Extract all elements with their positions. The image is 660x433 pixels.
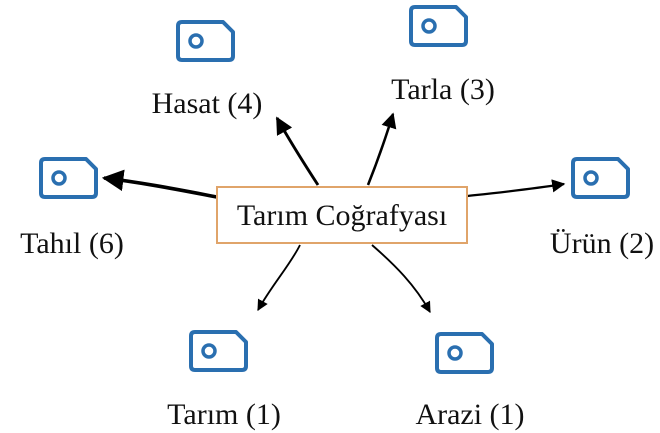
node-label-hasat[interactable]: Hasat (4) bbox=[152, 87, 263, 120]
center-node[interactable]: Tarım Coğrafyası bbox=[216, 186, 468, 244]
tag-icon[interactable] bbox=[39, 157, 98, 199]
node-label-tarla[interactable]: Tarla (3) bbox=[391, 73, 495, 106]
edge-tarla bbox=[366, 112, 397, 186]
edge-hasat bbox=[275, 116, 320, 186]
edge-arazi bbox=[371, 244, 431, 313]
node-label-urun[interactable]: Ürün (2) bbox=[550, 227, 654, 260]
edge-tahil bbox=[101, 169, 218, 199]
tag-icon[interactable] bbox=[571, 157, 630, 199]
node-label-tahil[interactable]: Tahıl (6) bbox=[20, 227, 124, 260]
edge-urun bbox=[466, 179, 566, 198]
edges bbox=[101, 112, 566, 313]
edge-tarim bbox=[257, 244, 301, 311]
node-label-tarim[interactable]: Tarım (1) bbox=[167, 398, 281, 431]
tag-icon[interactable] bbox=[189, 330, 248, 372]
center-node-box bbox=[216, 186, 468, 244]
tag-icons bbox=[39, 5, 630, 374]
tag-icon[interactable] bbox=[409, 5, 468, 47]
node-label-arazi[interactable]: Arazi (1) bbox=[415, 398, 524, 431]
center-node-label: Tarım Coğrafyası bbox=[237, 199, 447, 232]
tag-icon[interactable] bbox=[176, 20, 235, 62]
tag-icon[interactable] bbox=[435, 332, 494, 374]
